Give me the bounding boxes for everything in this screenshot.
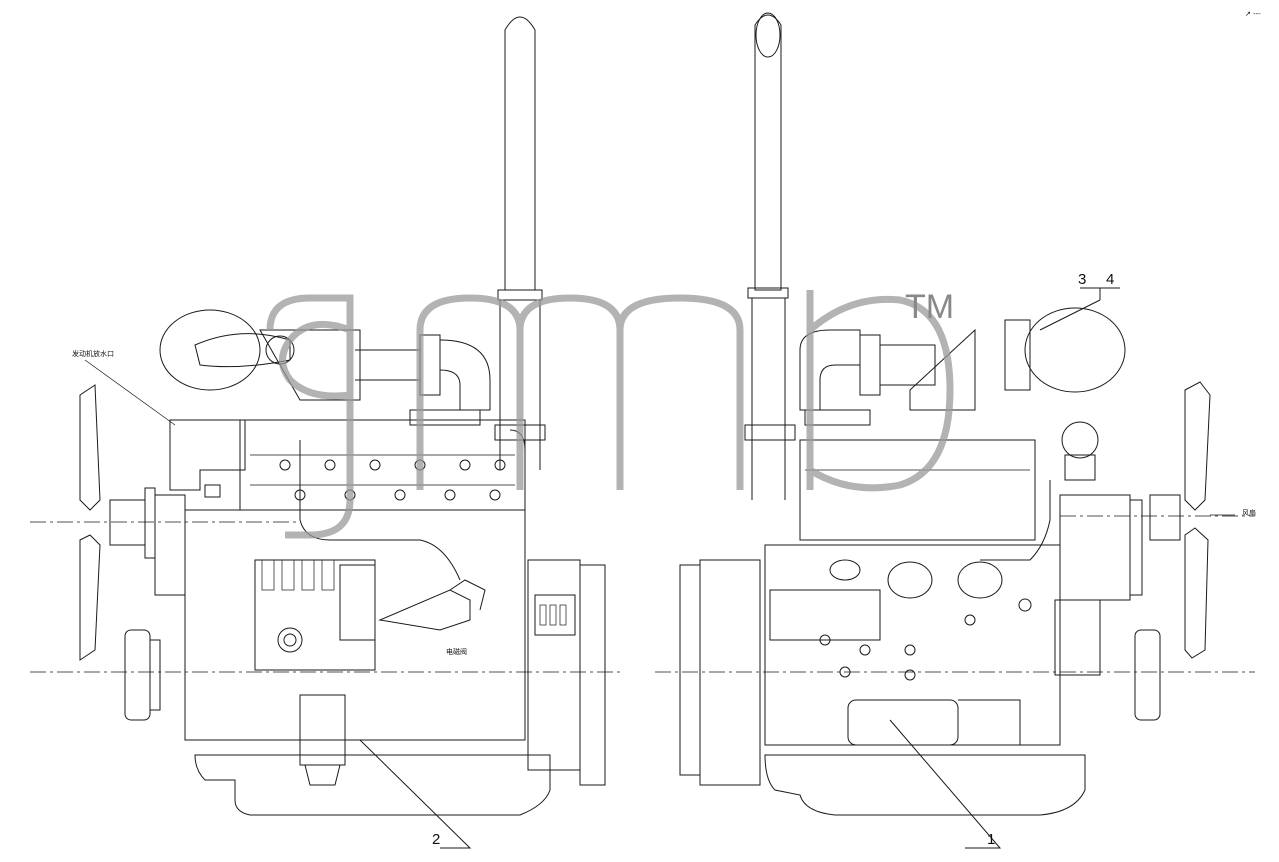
left-flywheel-housing (527, 559, 581, 771)
right-exhaust-manifold (799, 439, 1036, 541)
right-flywheel-housing (699, 559, 761, 786)
left-cylinder-head (239, 419, 526, 511)
note-coolant-drain: 发动机放水口 (72, 349, 114, 358)
watermark-trademark: TM (905, 288, 954, 326)
left-fan-blade-top (79, 384, 101, 511)
right-engine-view (679, 12, 1211, 816)
callout-2: 2 (432, 831, 440, 848)
left-engine-view (79, 16, 606, 816)
callout-4: 4 (1106, 271, 1114, 288)
right-air-filter (1024, 307, 1126, 393)
left-engine-block (184, 509, 526, 741)
right-exhaust-pipe (754, 14, 782, 291)
watermark-logo (266, 290, 954, 539)
right-fan-blade-top (1184, 381, 1211, 511)
right-crank-pulley (1134, 629, 1161, 721)
callout-leaders (84, 287, 1235, 849)
callout-1: 1 (987, 831, 995, 848)
right-oil-pan (764, 754, 1086, 816)
right-engine-block (764, 544, 1061, 746)
note-fan: 风扇 (1242, 508, 1256, 517)
right-starter-motor (847, 699, 959, 746)
corner-mark: ↗ --- (1245, 10, 1261, 18)
left-injection-pump (254, 559, 376, 671)
callout-3: 3 (1078, 271, 1086, 288)
note-solenoid-valve: 电磁阀 (446, 647, 467, 656)
right-fan-blade-bottom (1184, 527, 1209, 659)
right-alternator (1059, 494, 1131, 601)
left-air-filter (159, 309, 261, 391)
left-exhaust-pipe (504, 16, 536, 291)
left-oil-pan (194, 754, 551, 816)
left-fan-blade-bottom (79, 534, 101, 661)
left-crank-pulley (124, 629, 151, 721)
